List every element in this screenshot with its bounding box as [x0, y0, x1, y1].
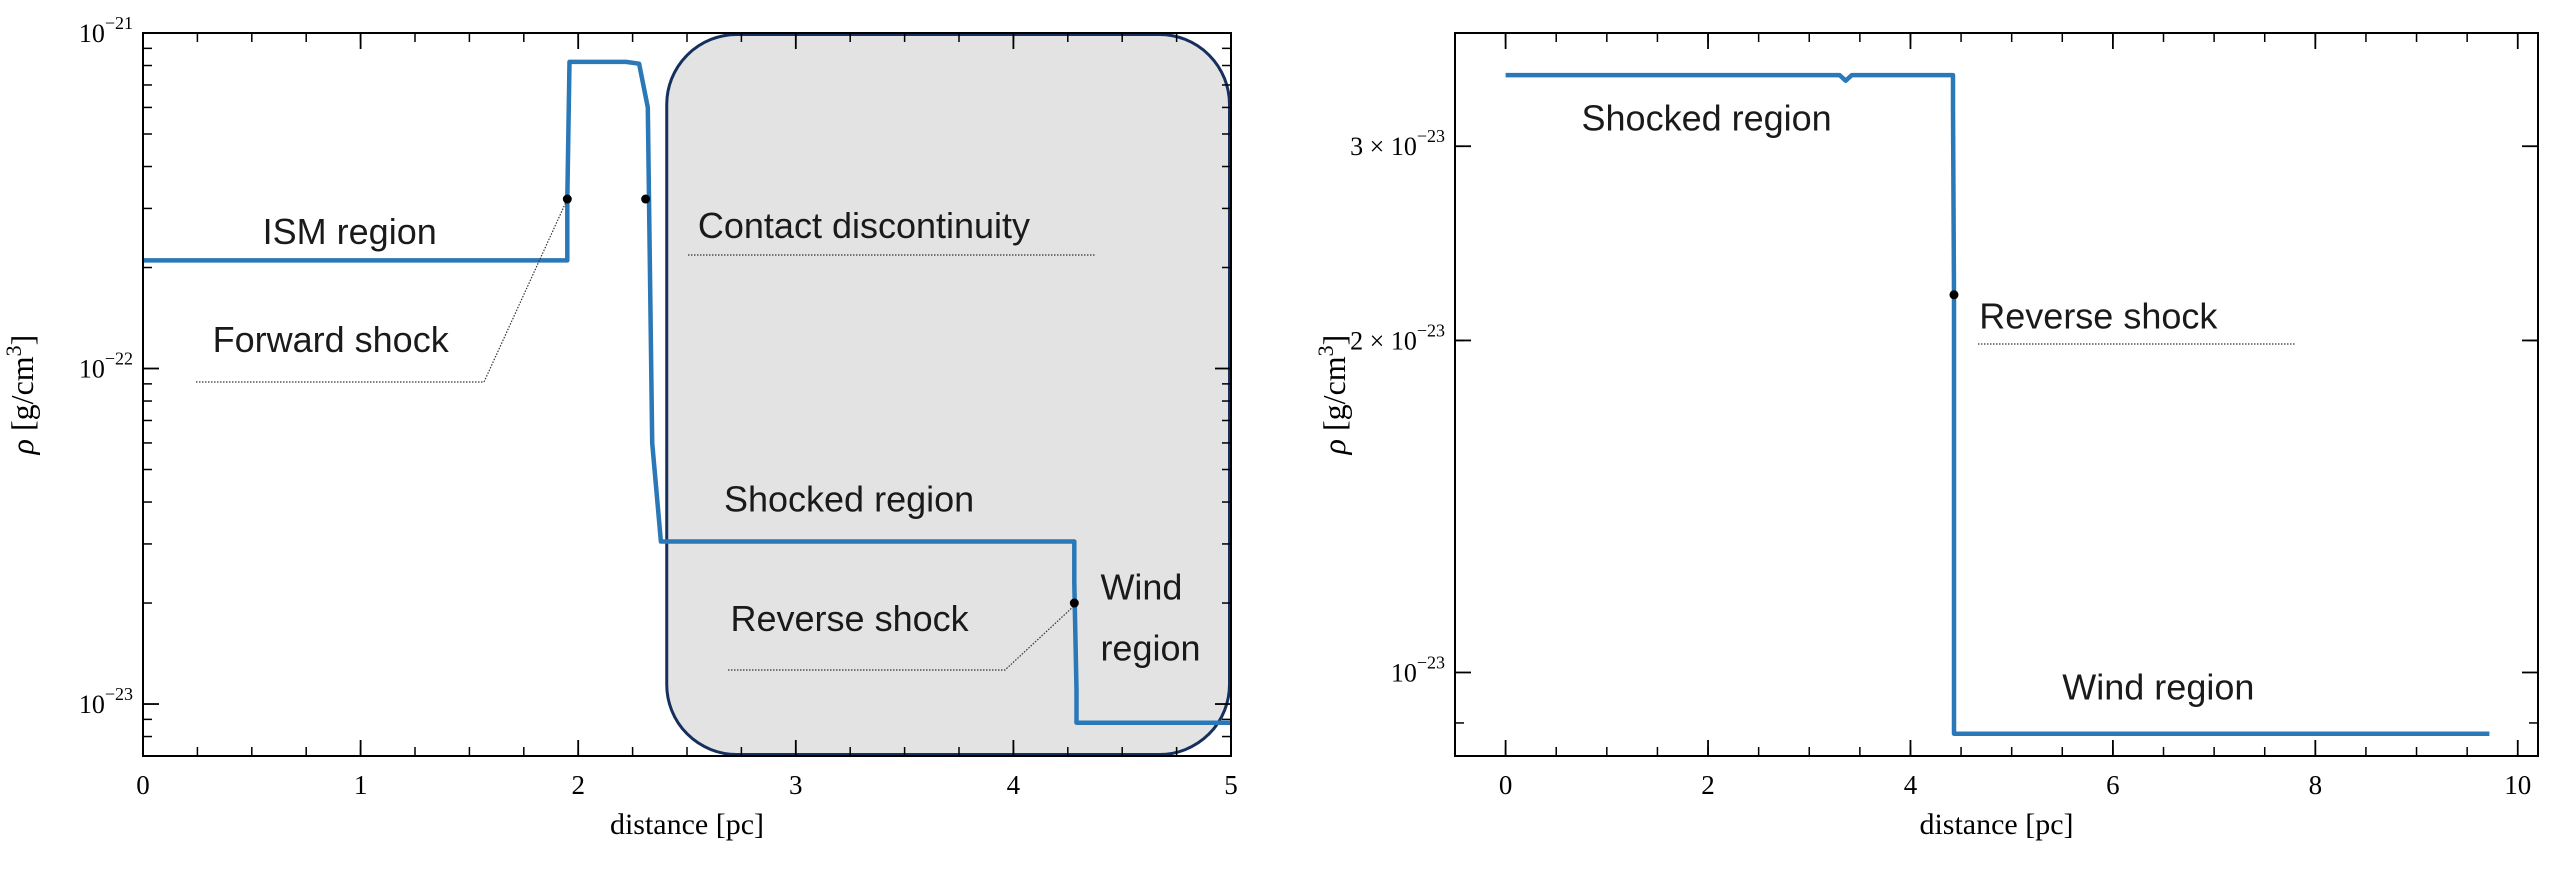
- y-tick-label: 10−23: [79, 684, 133, 719]
- x-tick-label: 0: [136, 770, 150, 800]
- y-minor-ticks: [143, 47, 1231, 738]
- y-tick-base: 2 × 10: [1350, 326, 1417, 355]
- y-label-unit: [g/cm: [4, 356, 40, 431]
- x-tick-label: 6: [2106, 770, 2120, 800]
- plot-frame: [142, 32, 1232, 757]
- y-label-close: ]: [1316, 335, 1352, 346]
- y-tick-exponent: −23: [105, 684, 133, 704]
- annotation-label: region: [1100, 627, 1200, 668]
- x-tick-label: 2: [1701, 770, 1715, 800]
- x-axis-label: distance [pc]: [610, 808, 764, 841]
- y-tick-base: 10: [79, 355, 105, 384]
- annotation-label: Wind region: [2062, 667, 2254, 708]
- x-tick-label: 0: [1499, 770, 1513, 800]
- x-tick-label: 2: [571, 770, 585, 800]
- y-label-exponent: 3: [1313, 345, 1338, 356]
- x-tick-label: 8: [2309, 770, 2323, 800]
- x-tick-label: 10: [2504, 770, 2531, 800]
- x-tick-label: 3: [789, 770, 803, 800]
- y-tick-exponent: −23: [1417, 652, 1445, 672]
- x-tick-label: 5: [1224, 770, 1238, 800]
- shaded-region-box: [665, 33, 1231, 756]
- plot-frame: [1454, 32, 2539, 757]
- density-series-line: [1505, 72, 2490, 736]
- annotation-label: Reverse shock: [1979, 296, 2218, 337]
- y-minor-ticks: [1455, 145, 2538, 724]
- x-tick-label: 1: [354, 770, 368, 800]
- annotation-label: Contact discontinuity: [698, 205, 1030, 246]
- annotation-label: Reverse shock: [731, 598, 970, 639]
- annotation-label: Shocked region: [1582, 98, 1832, 139]
- y-tick-label: 3 × 10−23: [1350, 126, 1445, 161]
- y-tick-base: 10: [79, 19, 105, 48]
- y-tick-exponent: −22: [105, 349, 133, 369]
- x-tick-label: 4: [1904, 770, 1918, 800]
- annotation-point: [1069, 598, 1079, 608]
- y-tick-exponent: −23: [1417, 320, 1445, 340]
- y-label-unit: [g/cm: [1316, 356, 1352, 431]
- annotation-leader-line: [728, 604, 1076, 671]
- y-label-exponent: 3: [1, 345, 26, 356]
- y-label-symbol: ρ: [1316, 439, 1352, 455]
- y-tick-exponent: −23: [1417, 126, 1445, 146]
- y-label-close: ]: [4, 335, 40, 346]
- y-tick-base: 3 × 10: [1350, 132, 1417, 161]
- y-tick-base: 10: [79, 690, 105, 719]
- annotation-point: [1949, 290, 1959, 300]
- y-axis-label: ρ [g/cm3]: [1, 335, 40, 456]
- y-tick-label: 10−21: [79, 13, 133, 48]
- x-tick-label: 4: [1007, 770, 1021, 800]
- y-tick-base: 10: [1391, 658, 1417, 687]
- y-tick-label: 10−23: [1391, 652, 1445, 687]
- y-tick-label: 2 × 10−23: [1350, 320, 1445, 355]
- annotation-label: Shocked region: [724, 478, 974, 519]
- annotation-leader-line: [196, 201, 567, 383]
- y-tick-exponent: −21: [105, 13, 133, 33]
- annotation-label: ISM region: [263, 211, 437, 252]
- y-tick-label: 10−22: [79, 349, 133, 384]
- annotation-point: [641, 194, 651, 204]
- y-label-symbol: ρ: [4, 439, 40, 455]
- density-series-line: [143, 59, 1231, 725]
- annotation-label: Wind: [1100, 566, 1182, 607]
- x-axis-label: distance [pc]: [1919, 808, 2073, 841]
- y-axis-label: ρ [g/cm3]: [1313, 335, 1352, 456]
- annotation-label: Forward shock: [213, 319, 450, 360]
- annotation-point: [562, 194, 572, 204]
